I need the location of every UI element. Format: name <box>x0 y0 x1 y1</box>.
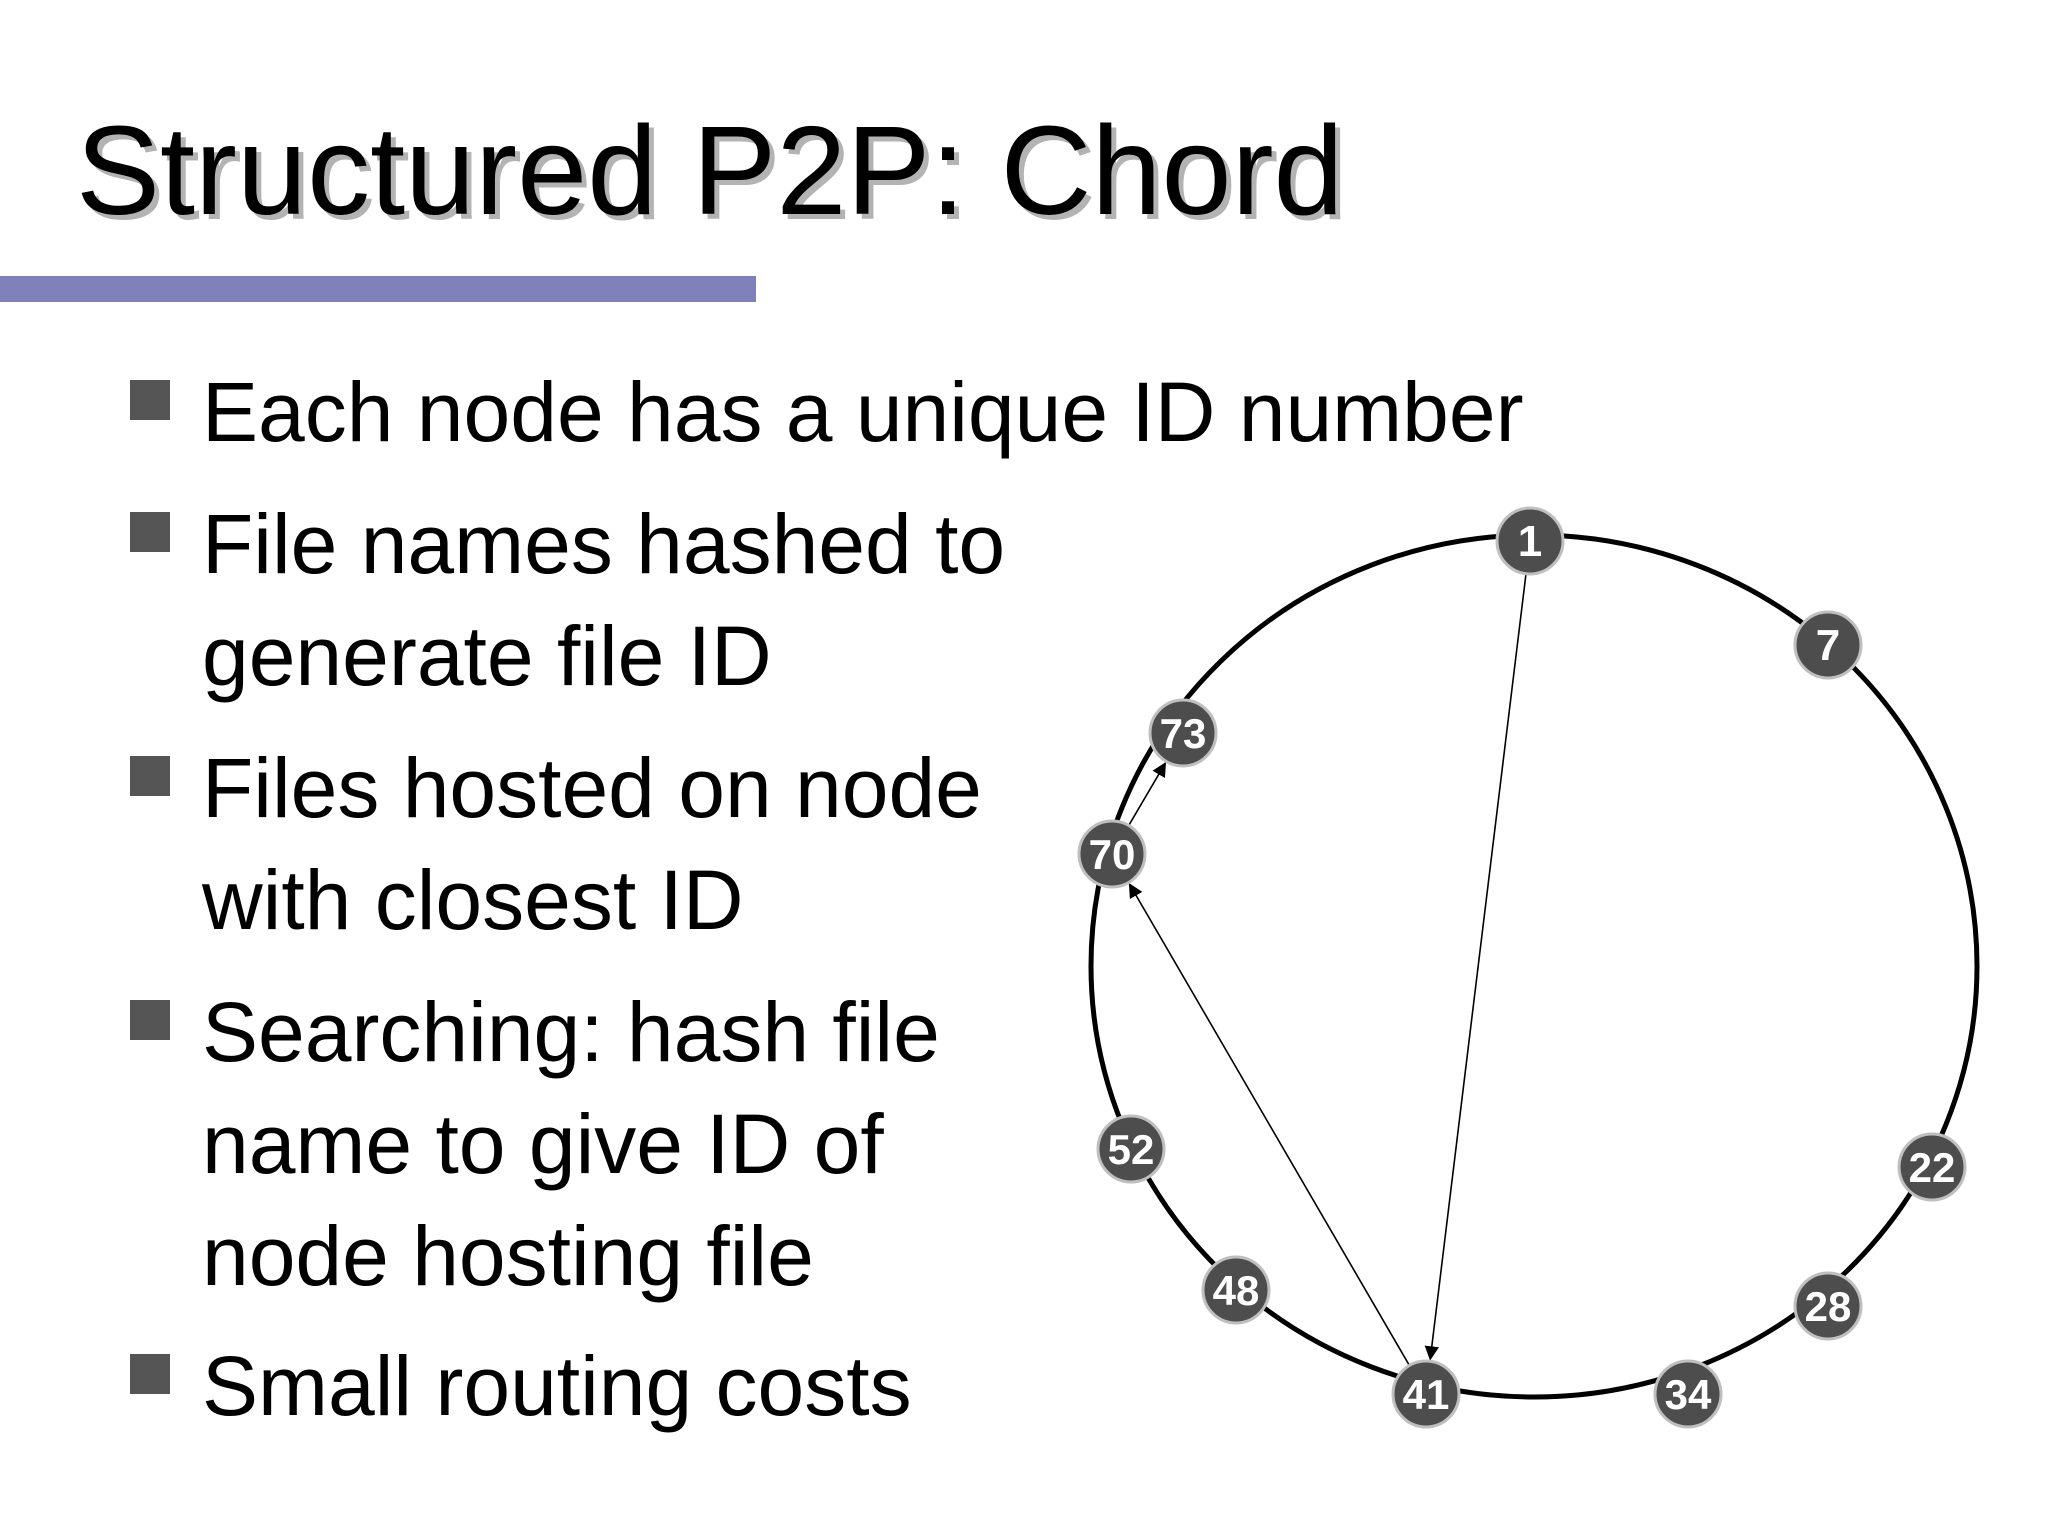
node-circle <box>1201 1255 1271 1325</box>
node-label: 34 <box>1665 1371 1712 1418</box>
bullet-square-icon <box>130 1354 170 1394</box>
node-label: 7 <box>1816 621 1840 670</box>
bullet-square-icon <box>130 756 170 796</box>
node-28: 28 <box>1793 1271 1863 1341</box>
node-label: 48 <box>1213 1267 1260 1314</box>
bullet-square-icon <box>130 1000 170 1040</box>
bullet-text: Searching: hash file name to give ID of … <box>202 985 940 1303</box>
node-34: 34 <box>1653 1359 1723 1429</box>
bullet-text: File names hashed to generate file ID <box>202 497 1006 703</box>
node-label: 70 <box>1089 831 1136 878</box>
node-7: 7 <box>1793 610 1863 680</box>
node-label: 52 <box>1108 1126 1155 1173</box>
node-label: 22 <box>1909 1144 1956 1191</box>
node-22: 22 <box>1897 1132 1967 1202</box>
node-circle <box>1793 610 1863 680</box>
slide-title: Structured P2P: Chord <box>76 100 1344 241</box>
node-circle <box>1495 506 1565 576</box>
title-underline <box>0 276 756 302</box>
bullet-square-icon <box>130 512 170 552</box>
node-circle <box>1897 1132 1967 1202</box>
finger-edge-1-to-41 <box>1424 573 1527 1361</box>
node-73: 73 <box>1148 698 1218 768</box>
node-41: 41 <box>1391 1359 1461 1429</box>
node-1: 1 <box>1495 506 1565 576</box>
bullet-text: Each node has a unique ID number <box>202 365 1524 459</box>
node-48: 48 <box>1201 1255 1271 1325</box>
node-52: 52 <box>1096 1114 1166 1184</box>
node-circle <box>1653 1359 1723 1429</box>
bullet-text: Small routing costs <box>202 1339 912 1433</box>
finger-edge-70-to-73 <box>1128 761 1167 826</box>
node-circle <box>1096 1114 1166 1184</box>
node-label: 41 <box>1403 1371 1450 1418</box>
node-label: 28 <box>1805 1283 1852 1330</box>
bullet-square-icon <box>130 380 170 420</box>
node-circle <box>1793 1271 1863 1341</box>
finger-edge-41-to-70 <box>1128 883 1411 1366</box>
bullet-text: Files hosted on node with closest ID <box>202 741 982 947</box>
node-circle <box>1077 819 1147 889</box>
node-label: 1 <box>1518 517 1542 566</box>
node-70: 70 <box>1077 819 1147 889</box>
node-circle <box>1148 698 1218 768</box>
node-circle <box>1391 1359 1461 1429</box>
node-label: 73 <box>1160 710 1207 757</box>
